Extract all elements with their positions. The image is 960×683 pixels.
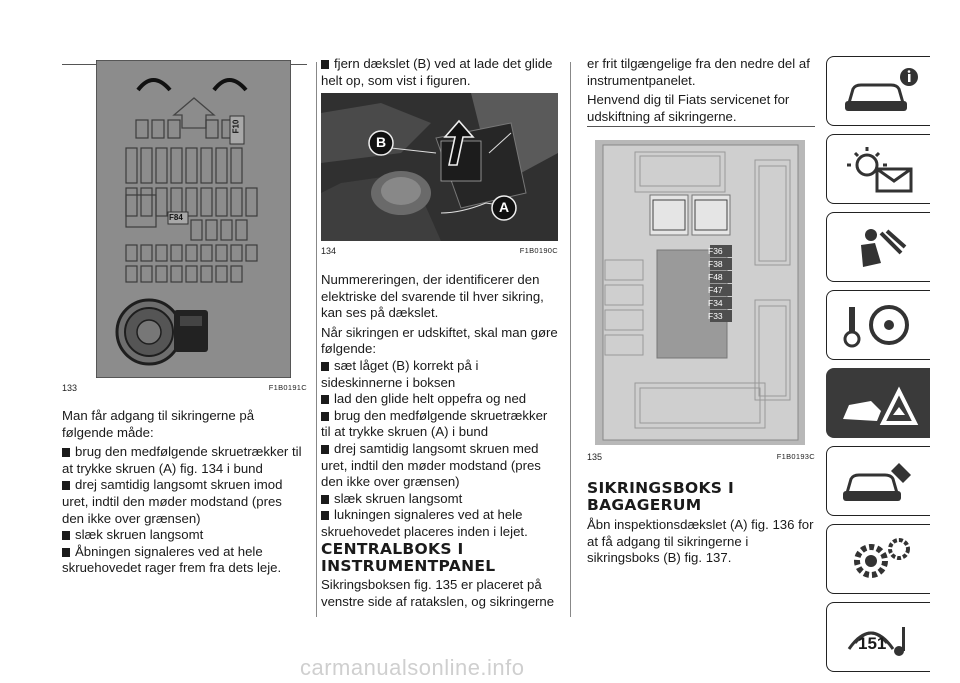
bullet-icon: [321, 395, 329, 405]
figure-134-caption: 134 F1B0190C: [321, 246, 558, 256]
bullet-icon: [321, 361, 329, 371]
col2-body: Nummereringen, der identificerer den ele…: [321, 272, 558, 541]
fuse-label-f33: F33: [708, 311, 723, 321]
figure-code: F1B0193C: [776, 452, 815, 461]
col1-body: Man får adgang til sikringerne på følgen…: [62, 408, 307, 577]
bullet-icon: [321, 444, 329, 454]
list-item: slæk skruen langsomt: [62, 527, 307, 544]
section-heading: CENTRALBOKS I INSTRUMENTPANEL: [321, 540, 496, 575]
bullet-icon: [321, 511, 329, 521]
fuse-label-f47: F47: [708, 285, 723, 295]
key-steering-wheel-icon: [843, 305, 909, 348]
bullet-icon: [321, 411, 329, 421]
callout-b-label: B: [376, 134, 387, 150]
warning-light-envelope-icon: [847, 147, 913, 193]
figure-code: F1B0191C: [268, 383, 307, 392]
list-item: drej samtidig langsomt skruen imod uret,…: [62, 477, 283, 526]
list-item: drej samtidig langsomt skruen med uret, …: [321, 440, 541, 490]
paragraph: Henvend dig til Fiats servicenet for uds…: [587, 92, 790, 124]
fuse-label-f34: F34: [708, 298, 723, 308]
col3-body: er frit tilgængelige fra den nedre del a…: [587, 56, 815, 128]
list-item: lukningen signaleres ved at hele skrueho…: [321, 507, 528, 539]
tab-dashboard-info[interactable]: [826, 56, 930, 126]
gears-icon: [854, 538, 910, 578]
figure-number: 134: [321, 246, 337, 256]
col3-tail: Åbn inspektionsdækslet (A) fig. 136 for …: [587, 517, 815, 570]
car-info-icon: [845, 68, 918, 111]
intro-paragraph: Man får adgang til sikringerne på følgen…: [62, 408, 255, 440]
watermark: carmanualsonline.info: [300, 655, 525, 680]
section-heading: SIKRINGSBOKS I BAGAGERUM: [587, 479, 735, 514]
fuse-label-f48: F48: [708, 272, 723, 282]
list-item: lad den glide helt oppefra og ned: [321, 391, 558, 408]
emergency-triangle-icon: [843, 386, 919, 425]
bullet-icon: [62, 448, 70, 458]
callout-a-label: A: [499, 199, 510, 215]
bullet-icon: [62, 481, 70, 491]
bullet-icon: [321, 494, 329, 504]
figure-133-caption: 133 F1B0191C: [62, 383, 307, 393]
tab-maintenance[interactable]: [826, 446, 930, 516]
tab-technical-data[interactable]: [826, 524, 930, 594]
column-divider: [316, 62, 317, 617]
tab-emergency[interactable]: [826, 368, 930, 438]
fuse-label-f84: F84: [169, 213, 183, 222]
fuse-box-dashboard-illustration: [595, 140, 805, 445]
tab-safety[interactable]: [826, 212, 930, 282]
bullet-icon: [62, 547, 70, 557]
list-item: sæt låget (B) korrekt på i sideskinnerne…: [321, 357, 479, 390]
paragraph: Sikringsboksen fig. 135 er placeret på v…: [321, 577, 555, 609]
bullet-icon: [62, 531, 70, 541]
car-wrench-icon: [843, 463, 911, 501]
figure-number: 135: [587, 452, 603, 462]
tab-multimedia[interactable]: [826, 602, 930, 672]
tab-lights-messages[interactable]: [826, 134, 930, 204]
figure-number: 133: [62, 383, 78, 393]
paragraph: Når sikringen er udskiftet, skal man gør…: [321, 324, 558, 357]
fuse-box-cover-illustration: [96, 60, 291, 378]
page-number: 151: [858, 634, 887, 653]
airbag-seat-icon: [861, 229, 907, 267]
tab-starting-driving[interactable]: [826, 290, 930, 360]
list-item: slæk skruen langsomt: [321, 491, 558, 508]
multimedia-music-icon: [847, 627, 905, 656]
figure-code: F1B0190C: [519, 246, 558, 255]
column-divider: [570, 62, 571, 617]
figure-133: F10 F84: [96, 60, 291, 378]
figure-135: F36 F38 F48 F47 F34 F33: [595, 140, 805, 445]
engine-bay-photo: [321, 93, 558, 241]
list-item: brug den medfølgende skruetrækker til at…: [321, 407, 548, 440]
figure-134: B A: [321, 93, 558, 241]
fuse-label-f38: F38: [708, 259, 723, 269]
col2-tail: Sikringsboksen fig. 135 er placeret på v…: [321, 577, 558, 613]
column-rule: [587, 126, 815, 127]
figure-135-caption: 135 F1B0193C: [587, 452, 815, 462]
fuse-label-f36: F36: [708, 246, 723, 256]
col2-lead: fjern dækslet (B) ved at lade det glide …: [321, 56, 558, 89]
paragraph: Åbn inspektionsdækslet (A) fig. 136 for …: [587, 517, 814, 566]
list-item: brug den medfølgende skruetrækker til at…: [62, 444, 302, 476]
paragraph: Nummereringen, der identificerer den ele…: [321, 272, 544, 321]
bullet-icon: [321, 60, 329, 69]
fuse-label-f10: F10: [231, 119, 241, 134]
list-item: Åbningen signaleres ved at hele skruehov…: [62, 543, 282, 576]
list-item: fjern dækslet (B) ved at lade det glide …: [321, 56, 553, 88]
paragraph: er frit tilgængelige fra den nedre del a…: [587, 56, 810, 88]
